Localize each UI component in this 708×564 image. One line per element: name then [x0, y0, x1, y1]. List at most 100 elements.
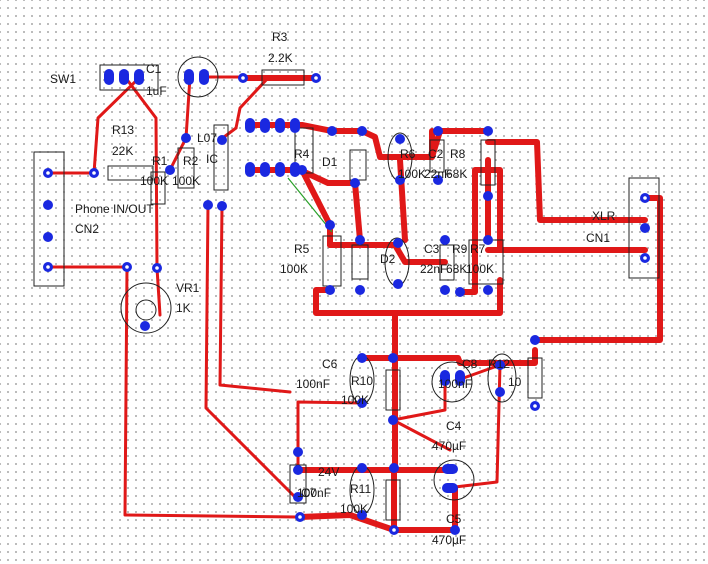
label-r7-value: 100K: [466, 262, 494, 276]
c8-outline: [431, 361, 473, 403]
thick-traces: [240, 75, 663, 533]
pad: [245, 118, 255, 133]
pad: [297, 165, 307, 175]
trace-d2-c3: [359, 242, 448, 265]
label-r11-value: 100K: [340, 502, 368, 516]
pad: [350, 178, 360, 188]
pad: [433, 175, 443, 185]
trace-c8-r10: [391, 378, 447, 422]
trace-r10-c4: [391, 418, 452, 452]
label-cn1: CN1: [586, 231, 610, 245]
pad-hole: [46, 171, 50, 175]
label-r6-value: 100K: [398, 167, 426, 181]
sw1-outline: [99, 64, 159, 91]
pad: [43, 232, 53, 242]
pad: [43, 200, 53, 210]
pad: [388, 353, 398, 363]
pad: [275, 118, 285, 133]
trace-power-c6: [296, 400, 364, 472]
pad: [245, 162, 255, 177]
label-d2: D2: [380, 252, 396, 266]
pad-hole: [125, 265, 129, 269]
pad: [389, 463, 399, 473]
label-r9: R9: [452, 242, 468, 256]
label-c1-value: 1uF: [146, 84, 167, 98]
pad: [357, 126, 367, 136]
trace-r5-box: [313, 277, 503, 316]
label-r13: R13: [112, 123, 134, 137]
trace-sw1-r1: [123, 75, 159, 270]
pad: [440, 235, 450, 245]
ic-outline: [213, 124, 229, 191]
r1-outline: [150, 171, 166, 205]
pads: [43, 69, 650, 535]
label-c8-value: 100nF: [438, 377, 472, 391]
pad: [260, 162, 270, 177]
label-c4-value: 470µF: [432, 439, 466, 453]
label-r8: R8: [450, 147, 466, 161]
pad: [388, 415, 398, 425]
trace-d1-d2: [352, 180, 363, 243]
pad-hole: [92, 171, 96, 175]
pad: [275, 162, 285, 177]
c1-outline: [177, 56, 219, 98]
pad-hole: [643, 196, 647, 200]
pad: [483, 285, 493, 295]
label-xlr: XLR: [592, 209, 616, 223]
pad: [217, 135, 227, 145]
label-c8: C8: [462, 357, 478, 371]
label-c6-value: 100nF: [296, 377, 330, 391]
r3-outline: [261, 69, 305, 86]
pad: [290, 118, 300, 133]
label-c5-value: 470µF: [432, 533, 466, 547]
component-outlines: [33, 56, 660, 521]
label-c3: C3: [424, 242, 440, 256]
label-c3-value: 22nF: [420, 262, 447, 276]
trace-sw1-r13: [92, 75, 142, 175]
pad: [181, 133, 191, 143]
pad: [530, 335, 540, 345]
label-cn2: CN2: [75, 222, 99, 236]
trace-r2-down: [204, 203, 297, 499]
r2-outline: [177, 147, 195, 189]
pad: [293, 465, 303, 475]
pad: [184, 69, 194, 85]
pad: [483, 191, 493, 201]
pad: [357, 510, 367, 520]
pad-hole: [46, 265, 50, 269]
label-r13-value: 22K: [112, 144, 133, 158]
pad: [203, 200, 213, 210]
label-c7-value: 100nF: [297, 486, 331, 500]
label-d1: D1: [322, 155, 338, 169]
pad: [393, 238, 403, 248]
component-labels: SW1 C1 1uF R3 2.2K R13 22K R1 100K R2 10…: [50, 30, 616, 547]
label-r4: R4: [294, 147, 310, 161]
label-c2: C2: [428, 147, 444, 161]
label-r5-value: 100K: [280, 262, 308, 276]
pad: [640, 223, 650, 233]
label-c2-value: 22nF: [424, 167, 451, 181]
r12-outline: [527, 357, 543, 399]
pad: [140, 321, 150, 331]
label-l07: L07: [197, 131, 217, 145]
label-c4: C4: [446, 419, 462, 433]
pad: [355, 235, 365, 245]
label-r12-value: 10: [508, 375, 522, 389]
d1-outline: [349, 149, 367, 181]
trace-xlr-return: [532, 195, 663, 343]
pad: [165, 165, 175, 175]
vr1-outline: [120, 282, 172, 334]
label-vr1-value: 1K: [176, 301, 191, 315]
pad-hole: [533, 404, 537, 408]
trace-vr1-r1: [155, 266, 162, 317]
pad: [325, 220, 335, 230]
r9-outline: [439, 244, 455, 281]
pad: [290, 162, 300, 177]
ratsnest-line: [287, 177, 333, 233]
label-c7: C7: [301, 486, 317, 500]
trace-c1-r2: [184, 75, 192, 140]
label-r11: R11: [350, 482, 371, 496]
r11-outline: [385, 479, 401, 521]
cn2-outline: [33, 151, 65, 287]
